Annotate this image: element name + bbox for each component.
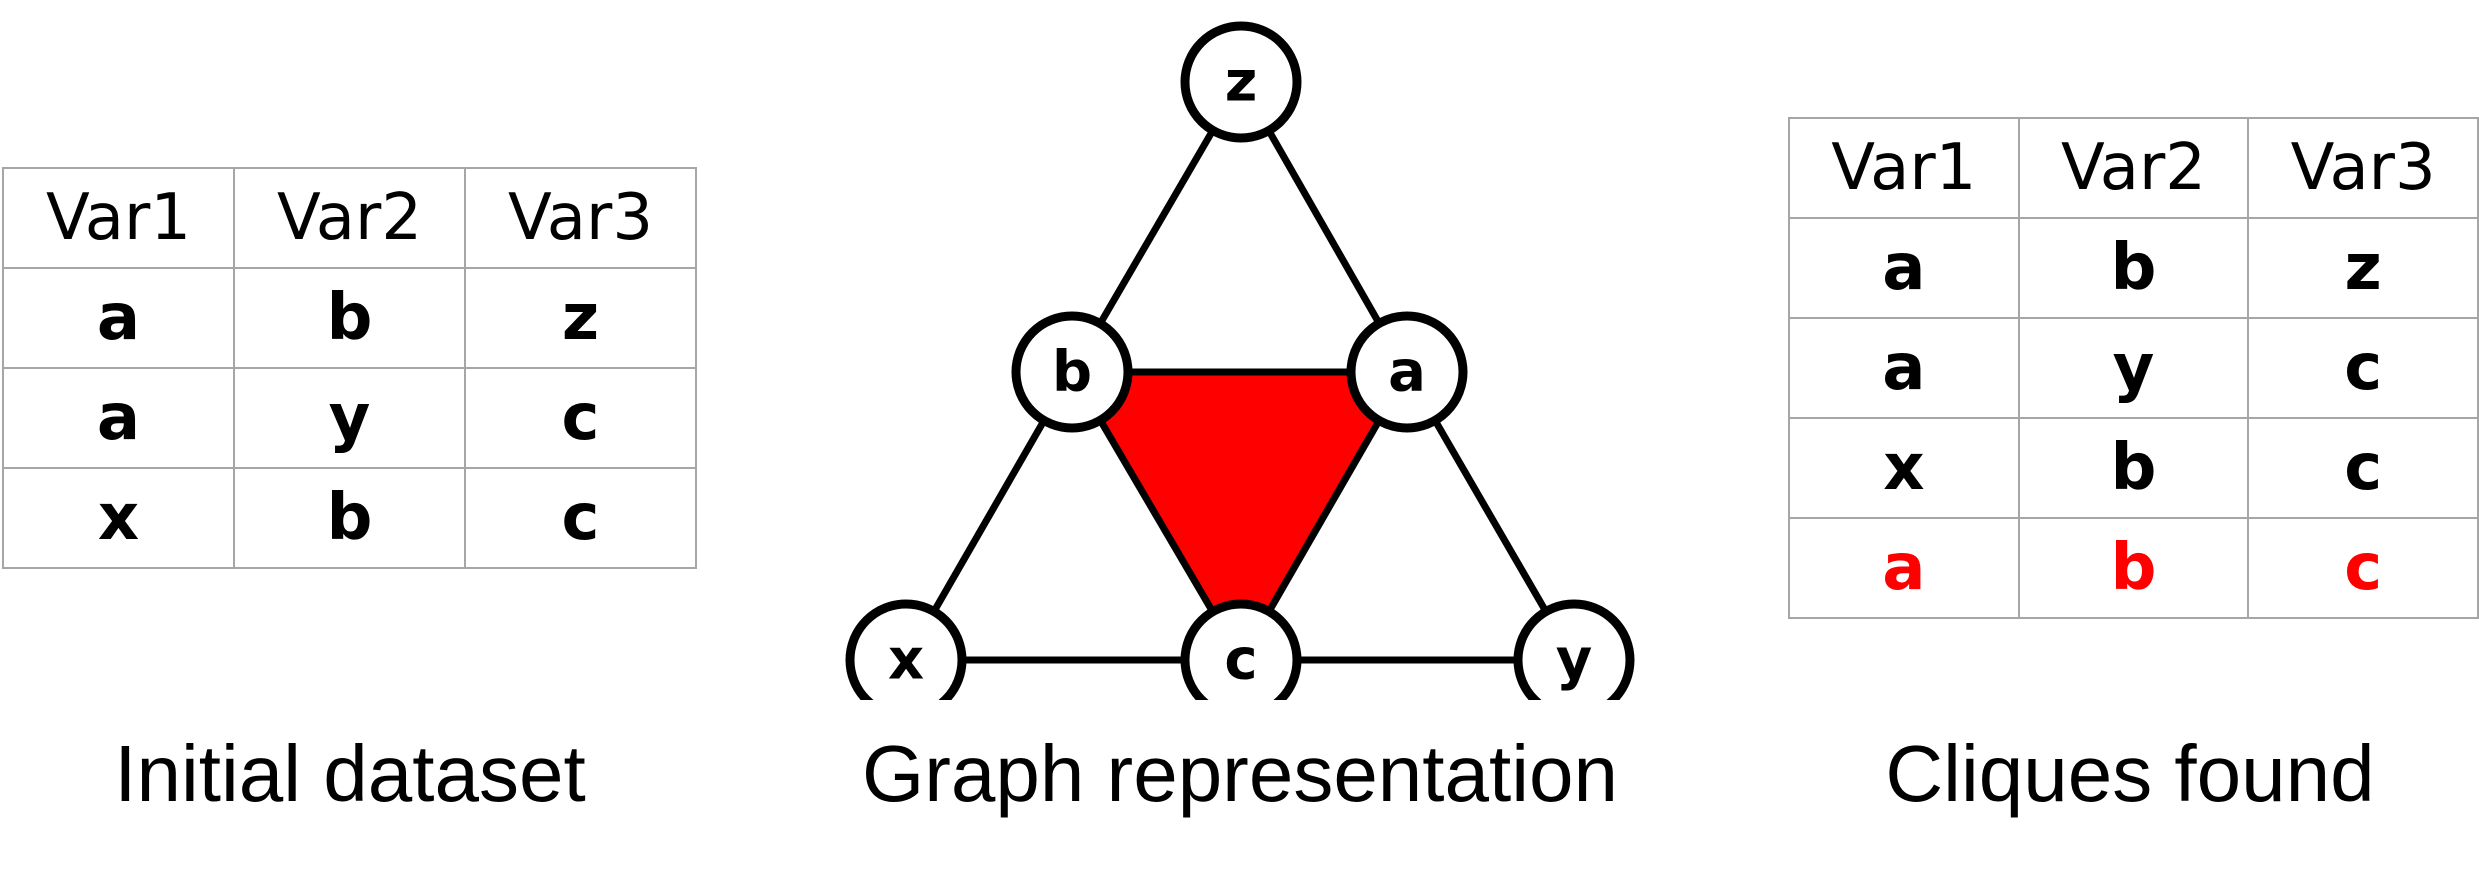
column-header: Var2	[2017, 117, 2250, 219]
column-header: Var3	[2247, 117, 2479, 219]
node-label: y	[1556, 628, 1593, 693]
column-header: Var3	[464, 167, 697, 269]
table-cell: c	[2247, 417, 2479, 519]
table-cell: x	[1788, 417, 2020, 519]
node-b: b	[1011, 311, 1133, 433]
cliques-found-caption: Cliques found	[1885, 729, 2375, 818]
table-cell: b	[233, 267, 466, 369]
table-cell: c	[2247, 317, 2479, 419]
column-header: Var1	[2, 167, 235, 269]
table-cell: a	[1788, 517, 2020, 619]
table-cell: y	[233, 367, 466, 469]
table-header-row: Var1 Var2 Var3	[1788, 117, 2479, 219]
table-cell: b	[2017, 517, 2250, 619]
table-cell: a	[1788, 217, 2020, 319]
table-cell: b	[2017, 417, 2250, 519]
table-row: a y c	[2, 367, 697, 469]
table-row: x b c	[1788, 417, 2479, 519]
table-row: a b z	[1788, 217, 2479, 319]
node-z: z	[1180, 21, 1302, 143]
table-cell: c	[2247, 517, 2479, 619]
highlighted-clique-row: a b c	[1788, 517, 2479, 619]
node-label: b	[1052, 340, 1092, 405]
node-y: y	[1513, 599, 1635, 700]
table-row: x b c	[2, 467, 697, 569]
initial-dataset-table: Var1 Var2 Var3 a b z a y c x b c	[2, 167, 697, 569]
table-cell: b	[2017, 217, 2250, 319]
table-cell: y	[2017, 317, 2250, 419]
table-cell: c	[464, 467, 697, 569]
table-header-row: Var1 Var2 Var3	[2, 167, 697, 269]
node-x: x	[845, 599, 967, 700]
column-header: Var1	[1788, 117, 2020, 219]
node-label: c	[1224, 628, 1257, 693]
initial-dataset-caption: Initial dataset	[114, 729, 586, 818]
table-cell: a	[2, 267, 235, 369]
column-header: Var2	[233, 167, 466, 269]
table-cell: a	[1788, 317, 2020, 419]
table-cell: z	[464, 267, 697, 369]
node-c: c	[1180, 599, 1302, 700]
table-cell: x	[2, 467, 235, 569]
node-a: a	[1346, 311, 1468, 433]
table-cell: z	[2247, 217, 2479, 319]
graph-diagram: z b a x c y	[845, 21, 1635, 700]
table-cell: b	[233, 467, 466, 569]
cliques-found-table: Var1 Var2 Var3 a b z a y c x b c a b c	[1788, 117, 2479, 619]
table-row: a y c	[1788, 317, 2479, 419]
node-label: x	[888, 628, 924, 693]
highlighted-clique-triangle	[1072, 372, 1402, 660]
node-label: a	[1388, 340, 1426, 405]
graph-representation-caption: Graph representation	[861, 729, 1618, 818]
table-cell: a	[2, 367, 235, 469]
table-row: a b z	[2, 267, 697, 369]
table-cell: c	[464, 367, 697, 469]
node-label: z	[1225, 50, 1258, 115]
